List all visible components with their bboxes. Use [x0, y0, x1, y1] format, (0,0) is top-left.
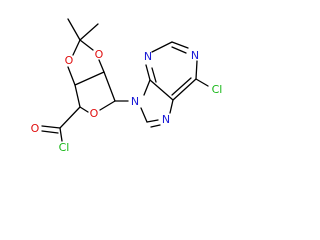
bond-c8-n7: [146, 119, 159, 123]
bond-c4p-c5: [149, 79, 174, 101]
atom-cl-purine: Cl: [212, 83, 223, 96]
bond-c2-n1: [171, 41, 189, 49]
bond-c1-c2: [74, 84, 81, 108]
bond-n7-c5: [169, 99, 174, 114]
atom-n1: N: [191, 49, 199, 62]
atom-o-furanose: O: [90, 107, 99, 120]
bond-c1-carbonyl: [59, 106, 81, 129]
atom-o-carbonyl: O: [31, 122, 40, 135]
bond-methyl-1: [67, 18, 81, 41]
atom-o-ring-right: O: [95, 48, 104, 61]
bond-c3-c4: [103, 71, 116, 102]
bond-methyl-2: [79, 23, 99, 41]
bond-o4-c1: [79, 106, 89, 113]
molecule-structure-diagram: O O O O Cl N N N N Cl: [0, 0, 235, 154]
bond-c6-c5: [172, 78, 197, 101]
bond-o-right-c3: [98, 59, 105, 73]
bond-o-left-c2: [67, 66, 76, 86]
atom-n9: N: [131, 95, 139, 108]
bond-c4p-n3: [145, 64, 151, 81]
molecule-svg: O O O O Cl N N N N Cl: [31, 18, 223, 154]
bond-n9-c4p: [143, 79, 151, 96]
bond-c6-c5-double: [171, 77, 192, 96]
bond-n3-c2: [151, 41, 173, 53]
atom-labels: O O O O Cl N N N N Cl: [31, 48, 223, 154]
bond-carbonyl-cl: [59, 127, 63, 142]
atom-cl-acyl: Cl: [59, 141, 70, 154]
atom-n7: N: [162, 113, 170, 126]
bond-n9-c8: [140, 107, 148, 123]
atom-n3: N: [144, 50, 152, 63]
bond-c4p-n3-double: [151, 67, 157, 83]
bond-c4-o4: [99, 100, 116, 111]
bond-carbonyl-o-1: [41, 125, 61, 129]
bond-carbonyl-o-2: [41, 130, 59, 134]
atom-o-ring-left: O: [65, 54, 74, 67]
bond-c6-cl: [195, 78, 209, 87]
bond-n1-c6: [195, 60, 198, 80]
bonds: [41, 18, 209, 142]
bond-c8-n7-double: [150, 124, 161, 128]
bond-cq-o-right: [79, 39, 94, 51]
bond-c2-c3: [74, 71, 105, 86]
bond-cq-o-left: [72, 39, 81, 56]
bond-c2-n1-double: [171, 46, 187, 54]
